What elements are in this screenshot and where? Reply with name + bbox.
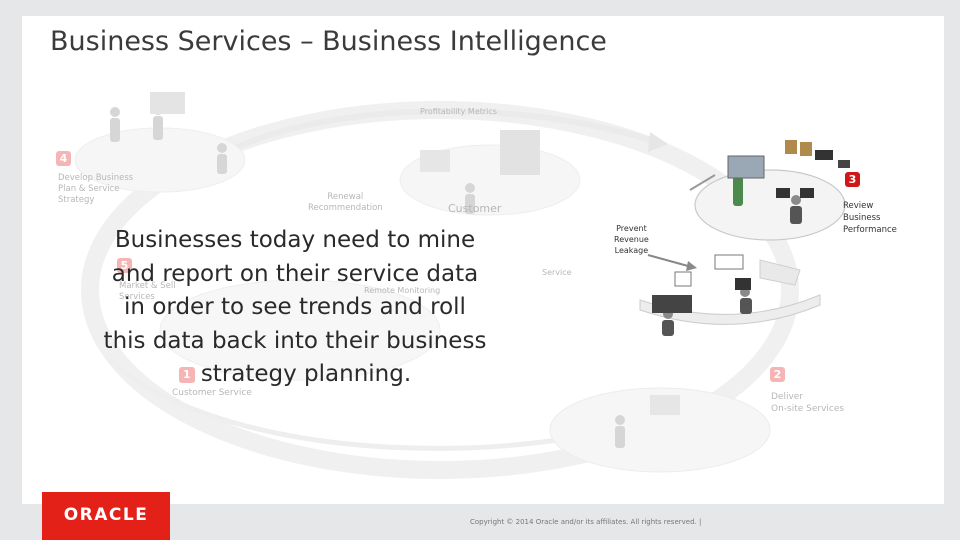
arrow-prevent-head xyxy=(686,261,697,271)
arrow-prevent xyxy=(648,255,688,266)
oracle-logo-text: ORACLE xyxy=(42,505,170,525)
headline-line-2: and report on their service data xyxy=(100,258,490,292)
step-4-label: Develop Business Plan & Service Strategy xyxy=(58,173,133,206)
step-1-badge: 1 xyxy=(179,367,195,383)
headline-line-4: this data back into their business xyxy=(100,325,490,359)
prevent-leakage-label: Prevent Revenue Leakage xyxy=(614,223,649,256)
step-3-badge: 3 xyxy=(845,172,860,187)
platform-review xyxy=(695,170,845,240)
profitability-metrics-label: Profitability Metrics xyxy=(420,107,497,116)
customer-label: Customer xyxy=(448,202,501,215)
page-title: Business Services – Business Intelligenc… xyxy=(50,26,607,57)
headline-line-3: in order to see trends and roll xyxy=(100,291,490,325)
step-2-badge: 2 xyxy=(770,367,785,382)
copyright-notice: Copyright © 2014 Oracle and/or its affil… xyxy=(470,518,701,526)
renewal-label: Renewal Recommendation xyxy=(308,192,383,214)
headline-text: Businesses today need to mine and report… xyxy=(100,224,490,392)
oracle-logo: ORACLE xyxy=(42,492,170,540)
step-4-badge: 4 xyxy=(56,151,71,166)
headline-line-1: Businesses today need to mine xyxy=(100,224,490,258)
step-2-label: Deliver On-site Services xyxy=(771,391,844,415)
service-label: Service xyxy=(542,268,572,277)
step-3-label: Review Business Performance xyxy=(843,200,897,236)
